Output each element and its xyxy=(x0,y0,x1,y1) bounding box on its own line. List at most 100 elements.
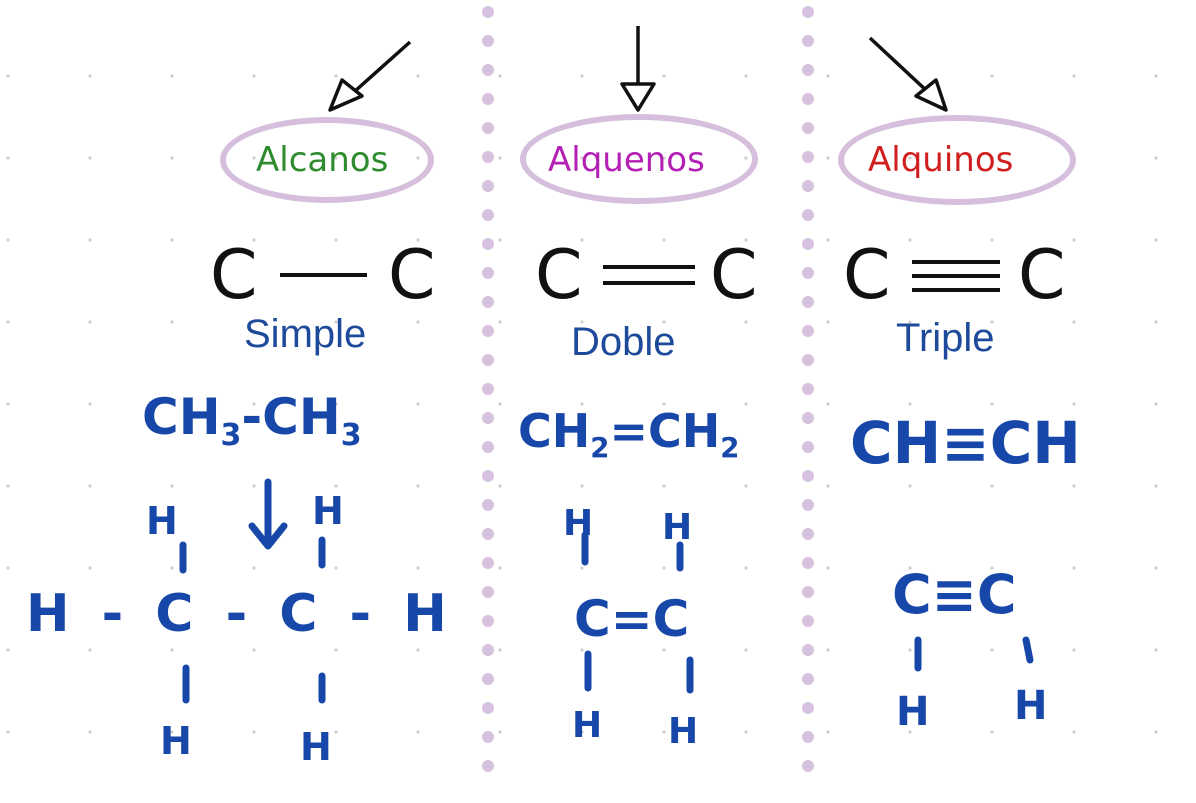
grid-dot xyxy=(908,484,912,488)
grid-dot xyxy=(252,566,256,570)
grid-dot xyxy=(88,484,92,488)
divider-dot xyxy=(482,93,494,105)
grid-dot xyxy=(170,74,174,78)
alcanos-carbon-left: C xyxy=(210,236,258,315)
alquinos-structural-row: C≡C xyxy=(892,563,1017,626)
alquenos-ellipse xyxy=(520,114,758,204)
grid-dot xyxy=(252,238,256,242)
divider-dot xyxy=(802,180,814,192)
alquenos-h-bottom-left: H xyxy=(572,705,603,746)
grid-dot xyxy=(88,320,92,324)
alcanos-h-top-right: H xyxy=(312,489,344,533)
grid-dot xyxy=(744,566,748,570)
alcanos-condensed-formula: CH3-CH3 xyxy=(142,388,362,453)
column-dividers xyxy=(482,6,814,772)
grid-dot xyxy=(6,156,10,160)
grid-dot xyxy=(908,730,912,734)
grid-dot xyxy=(334,320,338,324)
alquenos-condensed-formula: CH2=CH2 xyxy=(518,404,740,464)
alquenos-label: Alquenos xyxy=(548,140,705,180)
grid-dot xyxy=(580,320,584,324)
grid-dot xyxy=(252,74,256,78)
grid-dot xyxy=(744,648,748,652)
divider-dot xyxy=(482,296,494,308)
grid-dot xyxy=(662,730,666,734)
alquenos-carbon-left: C xyxy=(535,236,583,315)
grid-dot xyxy=(88,648,92,652)
alcanos-h-bottom-left: H xyxy=(160,719,192,763)
alquinos-label: Alquinos xyxy=(868,140,1014,180)
grid-dot xyxy=(334,402,338,406)
divider-dot xyxy=(802,383,814,395)
grid-dot xyxy=(908,320,912,324)
grid-dot xyxy=(990,566,994,570)
grid-dot xyxy=(88,566,92,570)
grid-dot xyxy=(6,74,10,78)
grid-dot xyxy=(580,566,584,570)
divider-dot xyxy=(482,267,494,279)
divider-dot xyxy=(482,209,494,221)
grid-dot xyxy=(416,484,420,488)
grid-dot xyxy=(580,238,584,242)
grid-dot xyxy=(662,74,666,78)
grid-dot xyxy=(498,402,502,406)
grid-dot xyxy=(826,238,830,242)
grid-dot xyxy=(498,238,502,242)
grid-dot xyxy=(826,566,830,570)
alcanos-arrow-head xyxy=(328,78,364,112)
alquenos-carbon-right: C xyxy=(710,236,758,315)
grid-dot xyxy=(1154,648,1158,652)
grid-dot xyxy=(252,320,256,324)
grid-dot xyxy=(990,730,994,734)
alquinos-condensed-formula: CH≡CH xyxy=(850,409,1081,477)
divider-dot xyxy=(482,412,494,424)
grid-dot xyxy=(6,730,10,734)
grid-dot xyxy=(6,484,10,488)
divider-dot xyxy=(482,731,494,743)
grid-dot xyxy=(170,648,174,652)
divider-dot xyxy=(802,35,814,47)
divider-dot xyxy=(802,731,814,743)
grid-dot xyxy=(826,156,830,160)
grid-dot xyxy=(334,730,338,734)
divider-dot xyxy=(802,441,814,453)
grid-dot xyxy=(662,484,666,488)
pointer-arrows xyxy=(328,26,948,112)
divider-dot xyxy=(482,122,494,134)
grid-dot xyxy=(6,566,10,570)
grid-dot xyxy=(744,402,748,406)
grid-dot xyxy=(1072,648,1076,652)
grid-dot xyxy=(170,156,174,160)
grid-dot xyxy=(826,320,830,324)
divider-dot xyxy=(802,586,814,598)
alquenos-bond-type: Doble xyxy=(571,320,676,364)
divider-dot xyxy=(802,354,814,366)
alquinos-h-bottom-left: H xyxy=(896,689,930,735)
divider-dot xyxy=(802,470,814,482)
alcanos-bond-formula: C xyxy=(210,242,257,310)
alquenos-h-top-right: H xyxy=(662,507,693,548)
grid-dot xyxy=(416,402,420,406)
grid-dot xyxy=(6,648,10,652)
grid-dot xyxy=(334,566,338,570)
grid-dot xyxy=(1072,238,1076,242)
grid-dot xyxy=(662,648,666,652)
divider-dot xyxy=(482,470,494,482)
divider-dot xyxy=(482,35,494,47)
grid-dot xyxy=(334,484,338,488)
grid-dot xyxy=(744,730,748,734)
alcanos-structural-row: H - C - C - H xyxy=(26,584,447,644)
divider-dot xyxy=(482,325,494,337)
grid-dot xyxy=(252,402,256,406)
grid-dot xyxy=(498,648,502,652)
divider-dot xyxy=(802,64,814,76)
alquenos-carbon-left-wrap: C xyxy=(535,242,582,310)
grid-dot xyxy=(1072,730,1076,734)
grid-dot xyxy=(170,320,174,324)
grid-dot xyxy=(990,320,994,324)
grid-dot xyxy=(498,156,502,160)
divider-dot xyxy=(482,383,494,395)
grid-dot xyxy=(334,648,338,652)
grid-dot xyxy=(1072,74,1076,78)
